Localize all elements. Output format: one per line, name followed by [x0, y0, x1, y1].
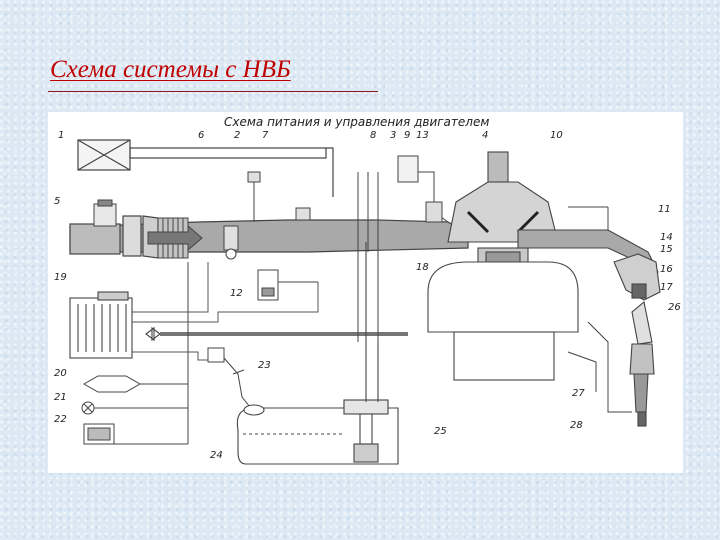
- callout-4: 4: [482, 130, 488, 141]
- corrugated-hose: [147, 217, 203, 259]
- callout-22: 22: [54, 414, 67, 425]
- callout-15: 15: [660, 244, 673, 255]
- fuel-components: [357, 155, 449, 342]
- callout-2: 2: [234, 130, 240, 141]
- callout-7: 7: [262, 130, 269, 141]
- callout-13: 13: [416, 130, 429, 141]
- title-underline: [48, 91, 378, 92]
- callout-17: 17: [660, 282, 673, 293]
- callout-25: 25: [434, 426, 447, 437]
- callout-1: 1: [58, 130, 64, 141]
- callout-14: 14: [660, 232, 673, 243]
- oxygen-sensors: [567, 206, 632, 413]
- callout-6: 6: [198, 130, 204, 141]
- callout-24: 24: [210, 450, 223, 461]
- intake-duct: [69, 215, 469, 259]
- callout-8: 8: [370, 130, 376, 141]
- callout-28: 28: [570, 420, 583, 431]
- exhaust-system: [517, 229, 661, 427]
- callout-27: 27: [572, 388, 585, 399]
- dashboard-indicators: [81, 262, 189, 445]
- wiring-harness: [132, 262, 319, 361]
- throttle-assembly: [223, 171, 311, 260]
- accelerator-pedal: [207, 347, 251, 408]
- engine-control-unit: [69, 291, 408, 359]
- diagram-drawing: Схема питания и управления двигателем: [54, 115, 681, 465]
- callout-18: 18: [416, 262, 429, 273]
- callout-10: 10: [550, 130, 563, 141]
- callout-3: 3: [390, 130, 396, 141]
- callout-26: 26: [668, 302, 681, 313]
- callout-5: 5: [54, 196, 60, 207]
- callout-12: 12: [230, 288, 243, 299]
- throttle-position-sensor: [257, 269, 318, 301]
- callout-21: 21: [54, 392, 67, 403]
- callout-20: 20: [54, 368, 67, 379]
- callout-19: 19: [54, 272, 67, 283]
- callout-23: 23: [258, 360, 271, 371]
- air-filter: [77, 139, 334, 197]
- engine-system-diagram: Схема питания и управления двигателем: [48, 112, 683, 473]
- callout-16: 16: [660, 264, 673, 275]
- diagram-caption: Схема питания и управления двигателем: [224, 115, 489, 129]
- callout-11: 11: [658, 204, 671, 215]
- mass-air-flow-sensor: [93, 199, 117, 227]
- fuel-tank: [236, 242, 399, 465]
- engine-block: [427, 261, 579, 381]
- callout-labels: 1 2 3 4 5 6 7 8 9 10 11 12 13 14 15 16 1…: [54, 130, 681, 461]
- slide-title: Схема системы с НВБ: [50, 56, 291, 83]
- callout-9: 9: [404, 130, 410, 141]
